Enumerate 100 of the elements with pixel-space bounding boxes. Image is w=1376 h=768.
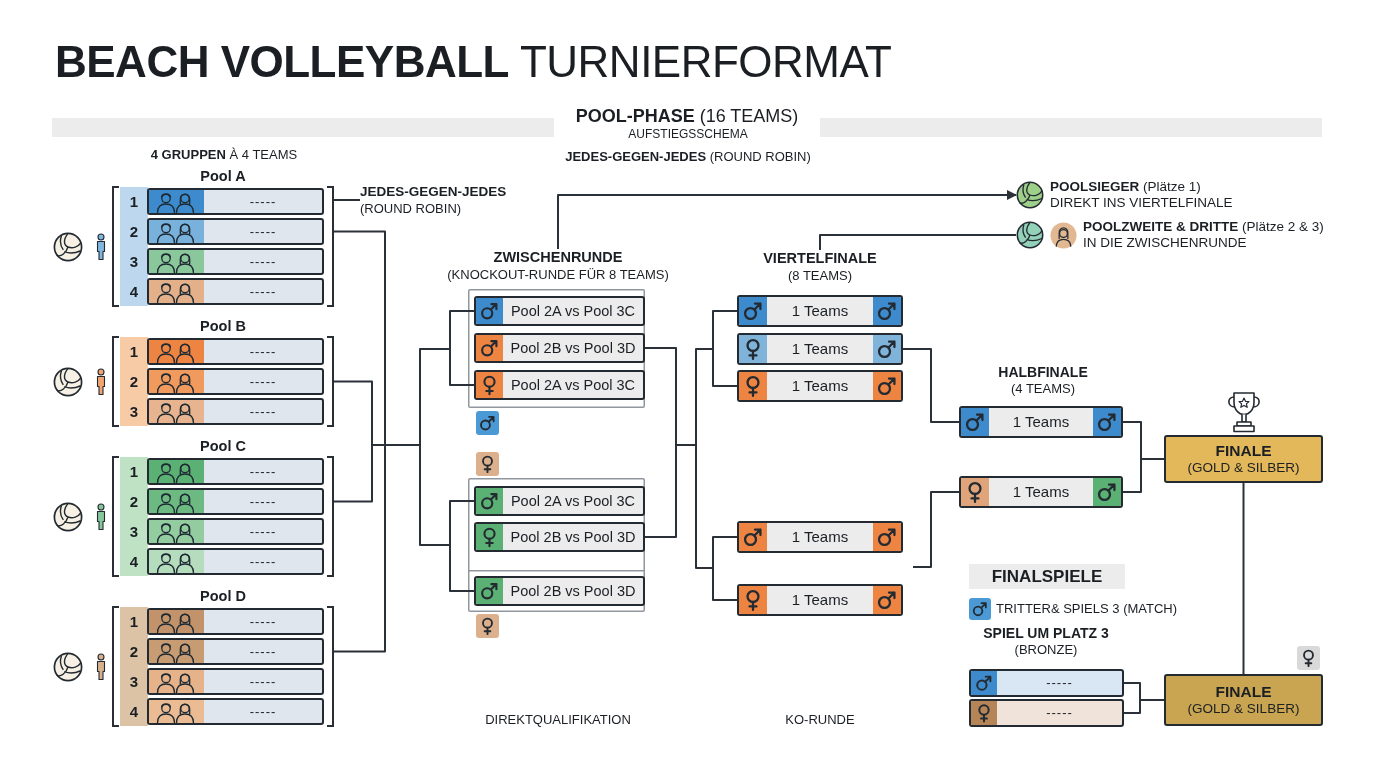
match-card: [737, 370, 903, 402]
match-card: [474, 576, 645, 606]
connector-line: [1139, 699, 1165, 701]
connector-line: [1140, 458, 1165, 460]
connector-line: [644, 347, 677, 446]
round-heading: VIERTELFINALE (8 TEAMS): [763, 250, 877, 284]
connector-line: [333, 444, 373, 503]
match-group-frame: [468, 478, 645, 612]
team-row: [147, 368, 324, 395]
rank-number: 3: [129, 672, 139, 692]
match-card: [474, 333, 645, 363]
placeholder-dashes: -----: [249, 703, 277, 721]
match-card: [737, 333, 903, 365]
team-slot-label: 1 Teams: [791, 590, 849, 610]
connector-line: [712, 567, 738, 601]
pool-group: [112, 587, 334, 727]
match-card: [959, 476, 1123, 508]
match-label: Pool 2A vs Pool 3C: [510, 492, 636, 511]
team-slot-label: 1 Teams: [791, 339, 849, 359]
match-card: [737, 584, 903, 616]
connector-line: [912, 491, 960, 568]
rank-number: 1: [129, 612, 139, 632]
rank-number: 1: [129, 462, 139, 482]
group-count-note: 4 GRUPPEN À 4 TEAMS: [150, 147, 298, 163]
diagram-title: BEACH VOLLEYBALL TURNIERFORMAT: [55, 36, 892, 88]
team-row: [147, 278, 324, 305]
qualification-note: POOLZWEITE & DRITTE (Plätze 2 & 3) IN DIE ZWISCHENRUNDE: [1083, 219, 1324, 251]
match-label: Pool 2B vs Pool 3D: [510, 528, 636, 547]
placeholder-dashes: -----: [249, 553, 277, 571]
leader-line: [333, 199, 361, 201]
rank-number: 4: [129, 282, 139, 302]
connector-line: [695, 444, 714, 569]
match-group-frame: [468, 289, 645, 408]
connector-line: [449, 544, 475, 592]
pool-group: [112, 317, 334, 427]
pool-group: [112, 437, 334, 577]
placeholder-dashes: -----: [249, 523, 277, 541]
placeholder-dashes: -----: [249, 283, 277, 301]
team-row: [147, 548, 324, 575]
rank-number: 2: [129, 372, 139, 392]
connector-line: [819, 234, 1017, 251]
match-card: [474, 370, 645, 400]
team-row: [147, 638, 324, 665]
team-row: [147, 338, 324, 365]
placeholder-dashes: -----: [1046, 674, 1073, 692]
final-box: FINALE (GOLD & SILBER): [1164, 435, 1323, 483]
match-label: Pool 2A vs Pool 3C: [510, 302, 636, 321]
team-row: [147, 188, 324, 215]
match-card: [737, 295, 903, 327]
connector-line: [1122, 458, 1142, 493]
qualification-note: POOLSIEGER (Plätze 1) DIREKT INS VIERTELFINALE: [1050, 179, 1233, 211]
rank-number: 2: [129, 492, 139, 512]
placeholder-dashes: -----: [249, 493, 277, 511]
arrow: [557, 190, 1017, 250]
connector-line: [712, 310, 738, 350]
match-label: Pool 2B vs Pool 3D: [510, 339, 636, 358]
match-label: Pool 2A vs Pool 3C: [510, 376, 636, 395]
section-heading: FINALSPIELE: [969, 564, 1125, 589]
placeholder-dashes: -----: [249, 643, 277, 661]
rank-number: 2: [129, 222, 139, 242]
rank-number: 4: [129, 702, 139, 722]
connector-line: [419, 444, 451, 546]
team-slot-label: 1 Teams: [1012, 412, 1070, 432]
placeholder-dashes: -----: [249, 253, 277, 271]
pool-title: Pool C: [200, 437, 246, 455]
match-card: [737, 521, 903, 553]
legend-text: TRITTER& SPIELS 3 (MATCH): [996, 600, 1178, 618]
match-card: [969, 669, 1124, 697]
team-slot-label: 1 Teams: [791, 376, 849, 396]
format-note: JEDES-GEGEN-JEDES (ROUND ROBIN): [565, 149, 811, 165]
column-footer: DIREKTQUALIFIKATION: [485, 712, 631, 728]
connector-line: [449, 500, 475, 546]
team-row: [147, 698, 324, 725]
connector-line: [902, 348, 960, 423]
placeholder-dashes: -----: [249, 343, 277, 361]
placeholder-dashes: -----: [249, 463, 277, 481]
rank-number: 2: [129, 642, 139, 662]
rank-number: 3: [129, 522, 139, 542]
connector-line: [1123, 699, 1141, 714]
rank-number: 4: [129, 552, 139, 572]
team-slot-label: 1 Teams: [791, 527, 849, 547]
connector-line: [695, 348, 714, 446]
placeholder-dashes: -----: [249, 613, 277, 631]
connector-line: [644, 444, 677, 538]
team-row: [147, 458, 324, 485]
round-heading: SPIEL UM PLATZ 3: [983, 625, 1109, 642]
match-card: [474, 522, 645, 552]
section-subheading: AUFSTIEGSSCHEMA: [628, 127, 748, 141]
pool-title: Pool D: [200, 587, 246, 605]
team-row: [147, 518, 324, 545]
match-card: [474, 296, 645, 326]
placeholder-dashes: -----: [249, 223, 277, 241]
match-label: Pool 2B vs Pool 3D: [510, 582, 636, 601]
rank-number: 3: [129, 402, 139, 422]
connector-line: [1123, 682, 1141, 701]
annotation-text: JEDES-GEGEN-JEDES (ROUND ROBIN): [360, 183, 507, 217]
connector-line: [333, 444, 386, 653]
column-footer: KO-RUNDE: [785, 712, 855, 728]
final-box: FINALE (GOLD & SILBER): [1164, 674, 1323, 726]
team-row: [147, 668, 324, 695]
